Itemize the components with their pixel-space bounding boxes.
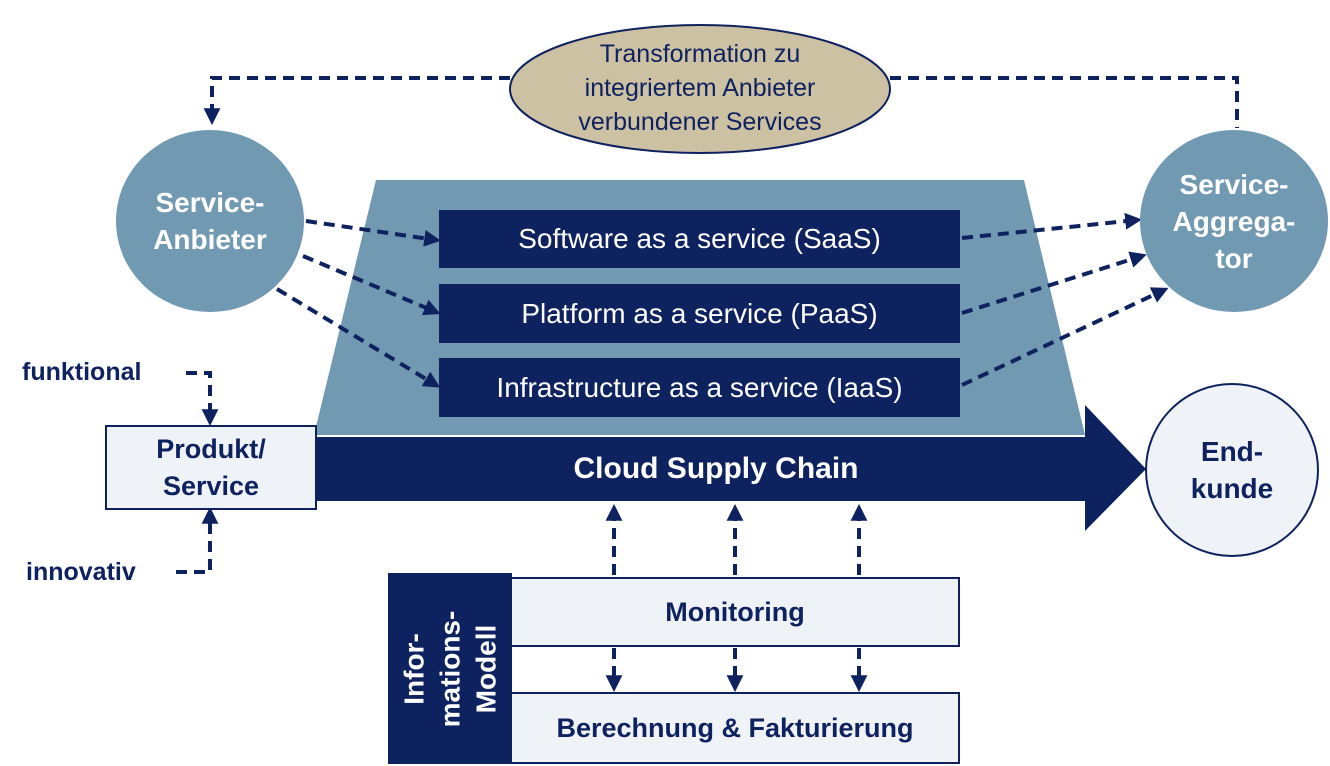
- transformation-label: Transformation zu integriertem Anbieter …: [578, 40, 822, 136]
- arrow-innovative: [176, 506, 219, 574]
- info-model-bar: Infor- mations- Modell: [388, 573, 512, 764]
- service-aggregator-node: Service- Aggrega- tor: [1140, 130, 1328, 312]
- info-model-title: Infor- mations- Modell: [398, 610, 501, 727]
- arrow-provider-iaas: [275, 287, 441, 388]
- innovative-label: innovativ: [26, 558, 136, 586]
- arrow-iaas-aggregator: [961, 287, 1169, 387]
- product-service-box: Produkt/ Service: [105, 425, 317, 510]
- arrow-provider-saas: [305, 219, 441, 247]
- arrow-paas-aggregator: [961, 251, 1147, 315]
- supply-chain-label: Cloud Supply Chain: [573, 452, 859, 485]
- supply-chain-arrow: [316, 405, 1146, 531]
- billing-box: Berechnung & Fakturierung: [510, 692, 960, 764]
- paas-layer: Platform as a service (PaaS): [439, 284, 960, 343]
- iaas-layer: Infrastructure as a service (IaaS): [439, 358, 960, 417]
- monitoring-box: Monitoring: [510, 577, 960, 647]
- loop-line-right: [890, 76, 1239, 128]
- service-provider-node: Service- Anbieter: [116, 130, 304, 312]
- loop-arrow-left: [203, 76, 510, 126]
- functional-label: funktional: [22, 358, 142, 386]
- arrow-functional: [186, 371, 219, 427]
- saas-layer: Software as a service (SaaS): [439, 210, 960, 268]
- transformation-ellipse: [509, 24, 891, 154]
- arrow-saas-aggregator: [961, 212, 1143, 240]
- end-customer-node: End- kunde: [1145, 383, 1319, 557]
- arrow-provider-paas: [302, 254, 441, 316]
